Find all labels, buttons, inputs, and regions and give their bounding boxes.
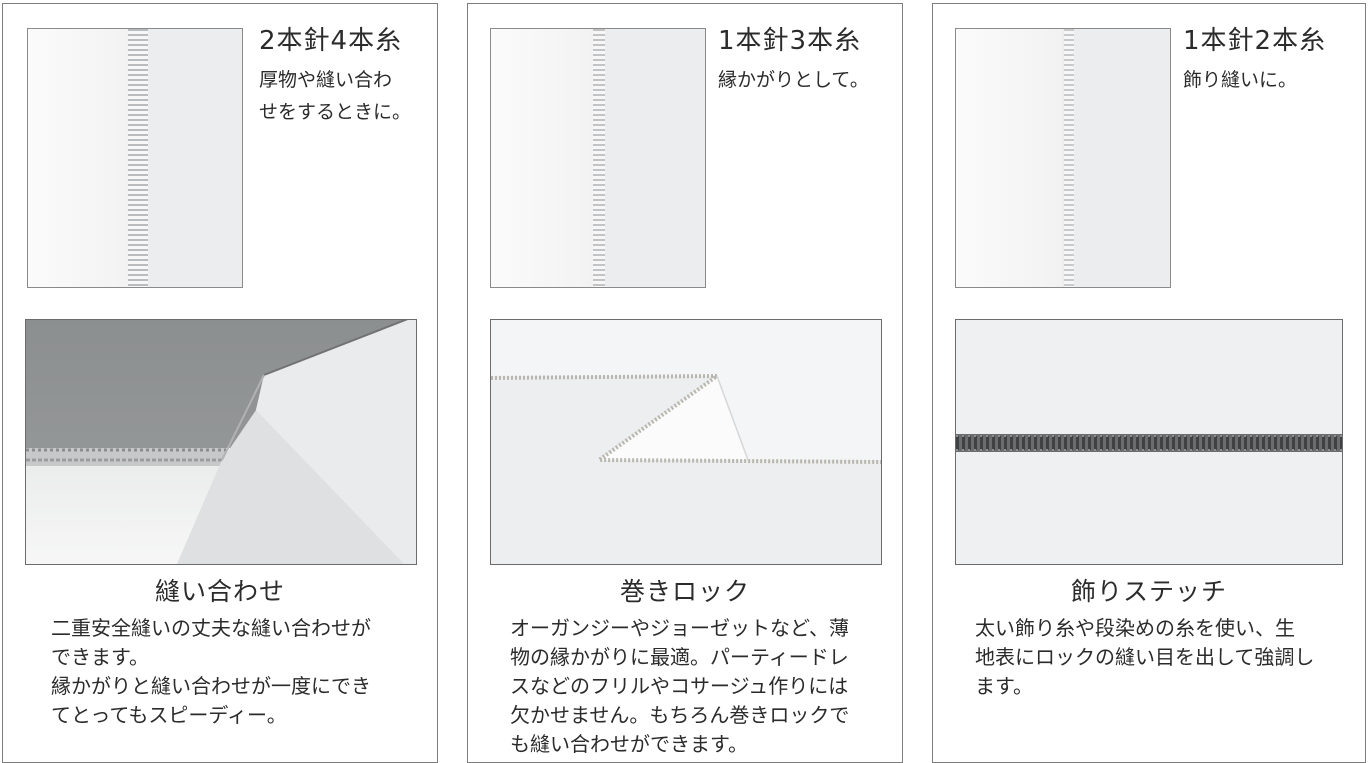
technique-description: 二重安全縫いの丈夫な縫い合わせが できます。 縁かがりと縫い合わせが一度にでき …	[51, 616, 371, 727]
thread-config-desc: 飾り縫いに。	[1183, 69, 1298, 91]
stitch-sample-swatch	[27, 28, 243, 288]
panel-rolled-hem: 1本針3本糸 縁かがりとして。 巻きロック オーガンジーやジョーゼットなど、薄 …	[467, 3, 903, 763]
technique-heading: 縫い合わせ	[154, 577, 285, 606]
technique-description: 太い飾り糸や段染めの糸を使い、生 地表にロックの縫い目を出して強調し ます。	[975, 616, 1315, 698]
technique-heading: 飾りステッチ	[1070, 577, 1227, 606]
sample-photo	[955, 319, 1343, 565]
panel-seaming: 2本針4本糸 厚物や縫い合わ せをするときに。 縫い合わせ	[2, 3, 438, 763]
thread-config-title: 1本針2本糸	[1183, 26, 1327, 56]
technique-description: オーガンジーやジョーゼットなど、薄 物の縁かがりに最適。パーティードレ スなどの…	[510, 616, 850, 756]
thread-config-desc: 厚物や縫い合わ せをするときに。	[259, 69, 412, 123]
panel-decorative-stitch: 1本針2本糸 飾り縫いに。 飾りステッチ 太い飾り糸や段染めの糸を使い、生 地表…	[932, 3, 1366, 763]
technique-heading: 巻きロック	[619, 577, 750, 606]
stitch-sample-swatch	[490, 28, 706, 288]
sample-photo	[490, 319, 882, 565]
thread-config-title: 2本針4本糸	[259, 26, 403, 56]
thread-config-title: 1本針3本糸	[718, 26, 862, 56]
stitch-sample-swatch	[955, 28, 1171, 288]
sample-photo	[25, 319, 417, 565]
thread-config-desc: 縁かがりとして。	[718, 69, 869, 91]
